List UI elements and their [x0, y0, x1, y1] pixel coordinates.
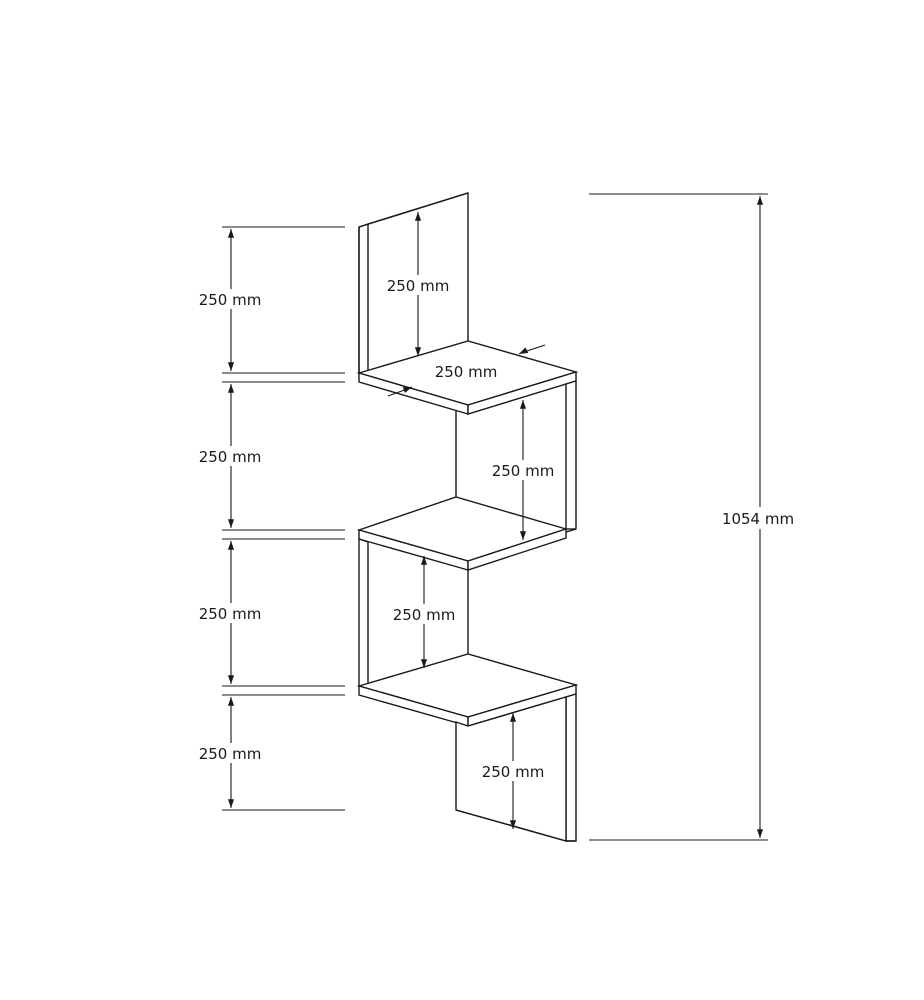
shelf-drawing: [356, 192, 579, 842]
inner-dim-label-2: 250 mm: [492, 462, 555, 480]
left-dim-label-2: 250 mm: [199, 448, 262, 466]
left-dim-label-1: 250 mm: [199, 291, 262, 309]
total-height-label: 1054 mm: [722, 510, 794, 528]
inner-dimensions: 250 mm 250 mm 250 mm 250 mm 250 mm: [382, 212, 559, 829]
inner-dim-label-top-back: 250 mm: [387, 277, 450, 295]
inner-dim-label-4: 250 mm: [482, 763, 545, 781]
inner-dim-label-top-depth: 250 mm: [435, 363, 498, 381]
left-dimensions: 250 mm 250 mm 250 mm 250 mm: [194, 226, 345, 811]
upper-right-panel: [565, 380, 577, 533]
left-dim-label-4: 250 mm: [199, 745, 262, 763]
shelf-2-front-right: [467, 528, 567, 571]
inner-dim-label-3: 250 mm: [393, 606, 456, 624]
middle-left-panel: [358, 538, 369, 687]
left-dim-label-3: 250 mm: [199, 605, 262, 623]
bottom-right-panel: [565, 693, 577, 842]
total-height-dimension: 1054 mm: [589, 193, 802, 841]
shelf-2-top: [356, 496, 569, 562]
